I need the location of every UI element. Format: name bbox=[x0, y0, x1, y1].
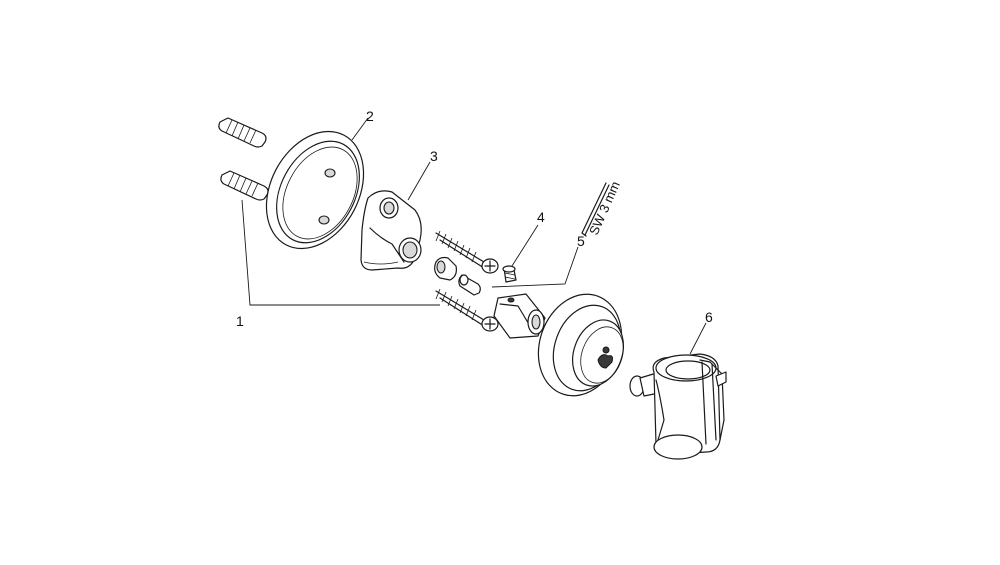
callout-2: 2 bbox=[366, 108, 374, 124]
part-6-shower-holder bbox=[629, 353, 727, 460]
callout-5: 5 bbox=[577, 233, 585, 249]
part-1-wall-plug-lower bbox=[220, 170, 269, 201]
callout-3: 3 bbox=[430, 148, 438, 164]
part-2-rosette-plate bbox=[265, 130, 365, 250]
callout-4: 4 bbox=[537, 209, 545, 225]
part-3-wall-bracket bbox=[360, 190, 422, 271]
sleeve-insert bbox=[434, 256, 457, 281]
part-5-hex-key bbox=[581, 182, 610, 237]
part-4-set-screw bbox=[502, 265, 517, 283]
hex-key-size-label: SW 3 mm bbox=[586, 179, 623, 237]
leader-lines bbox=[241, 117, 707, 355]
swivel-connector bbox=[493, 293, 546, 339]
holder-base-rosette bbox=[537, 293, 624, 397]
callout-6: 6 bbox=[705, 309, 713, 325]
callout-1: 1 bbox=[236, 313, 244, 329]
part-1-wall-plug-upper bbox=[218, 117, 267, 148]
pin-insert bbox=[458, 274, 481, 296]
screw-lower bbox=[435, 288, 499, 332]
screw-upper bbox=[435, 230, 499, 274]
